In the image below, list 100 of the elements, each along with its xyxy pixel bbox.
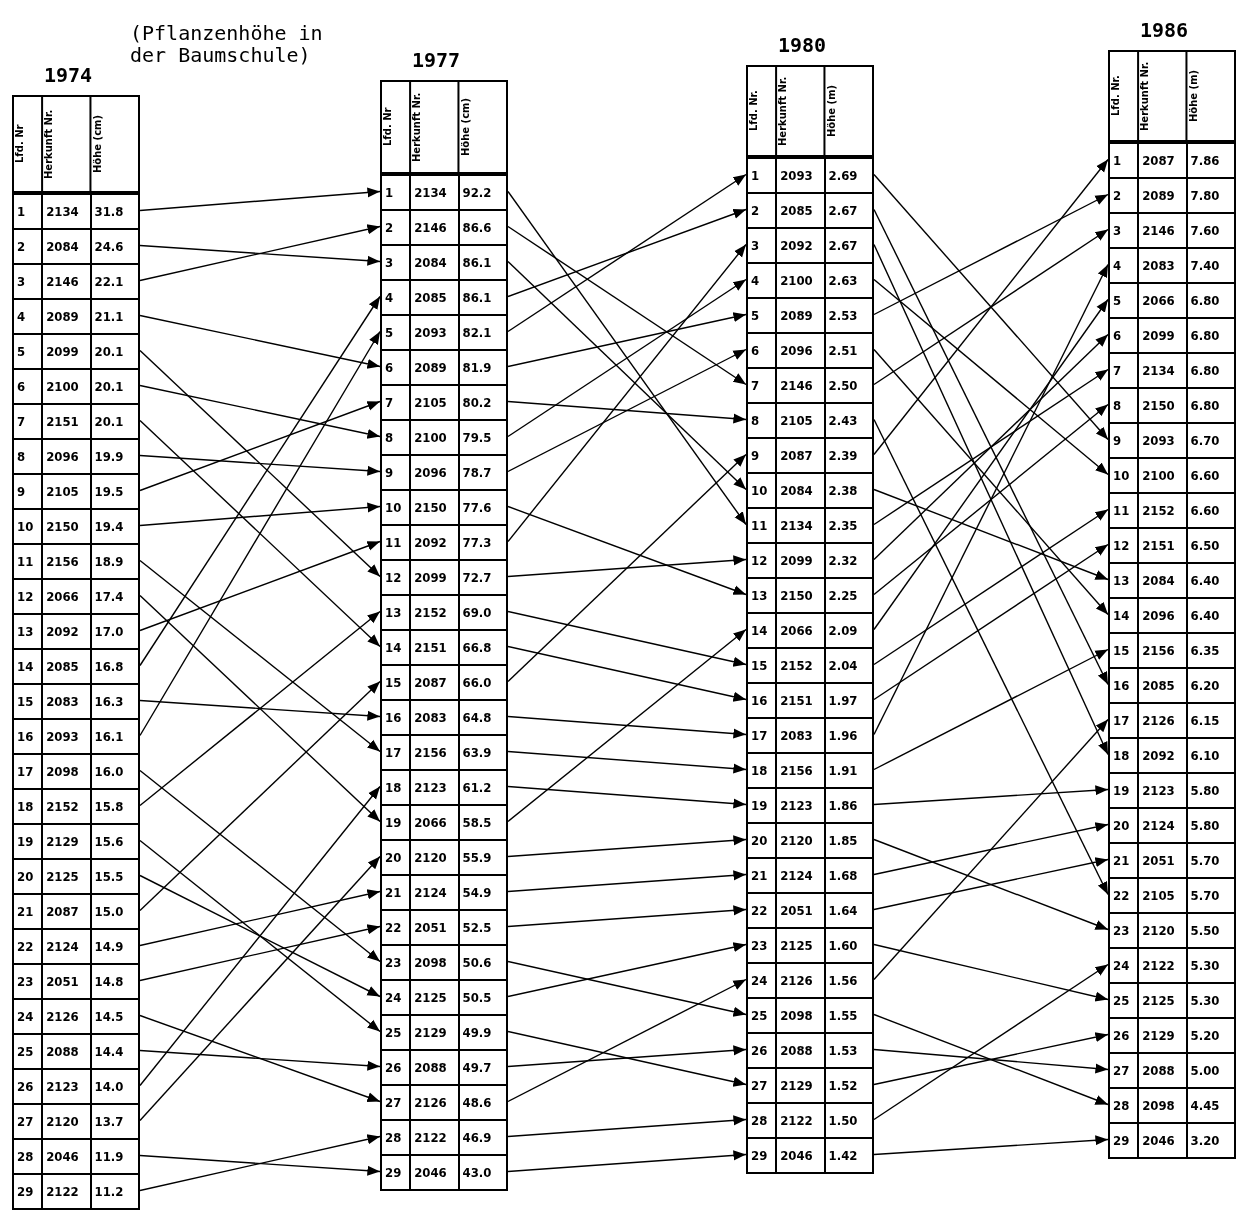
table-row — [382, 1084, 506, 1119]
arrow — [139, 924, 381, 982]
height-value: 1.68 — [827, 867, 859, 885]
table-row — [14, 718, 138, 753]
arrow — [507, 400, 747, 424]
arrow — [873, 857, 1109, 911]
table-row — [382, 1154, 506, 1189]
table-row — [14, 963, 138, 998]
height-value: 6.70 — [1189, 432, 1221, 450]
table-row — [382, 979, 506, 1014]
row-number: 20 — [14, 860, 44, 893]
row-number: 1 — [748, 159, 778, 192]
arrow — [873, 403, 1109, 596]
table-row — [748, 332, 872, 367]
height-value: 16.0 — [93, 763, 125, 781]
origin-number: 2123 — [1139, 774, 1188, 807]
year-heading: 1974 — [44, 63, 93, 87]
table-row — [14, 998, 138, 1033]
row-number: 20 — [1110, 809, 1140, 842]
table-row — [748, 1137, 872, 1172]
origin-number: 2156 — [411, 736, 460, 769]
table-row — [14, 403, 138, 438]
origin-number: 2088 — [411, 1051, 460, 1084]
row-number: 7 — [1110, 354, 1140, 387]
table-row — [1110, 527, 1234, 562]
row-number: 22 — [14, 930, 44, 963]
table-row — [382, 384, 506, 419]
table-row — [14, 1138, 138, 1173]
origin-number: 2125 — [411, 981, 460, 1014]
origin-number: 2046 — [1139, 1124, 1188, 1157]
origin-number: 2120 — [1139, 914, 1188, 947]
arrow — [507, 905, 747, 928]
height-value: 13.7 — [93, 1113, 125, 1131]
origin-number: 2123 — [777, 789, 826, 822]
column-header: Lfd. Nr — [382, 82, 412, 172]
row-number: 21 — [1110, 844, 1140, 877]
table-row — [748, 192, 872, 227]
table-row — [1110, 1052, 1234, 1087]
origin-number: 2083 — [43, 685, 92, 718]
height-value: 6.80 — [1189, 327, 1221, 345]
table-row — [1110, 247, 1234, 282]
height-value: 20.1 — [93, 413, 125, 431]
origin-number: 2124 — [411, 876, 460, 909]
row-number: 8 — [382, 421, 412, 454]
row-number: 5 — [1110, 284, 1140, 317]
year-heading: 1977 — [412, 48, 461, 72]
arrow — [873, 718, 1109, 981]
height-value: 1.53 — [827, 1042, 859, 1060]
arrow — [873, 543, 1109, 701]
table-row — [1110, 317, 1234, 352]
arrow — [139, 1154, 381, 1176]
table-row — [14, 298, 138, 333]
table-row — [382, 1119, 506, 1154]
height-value: 5.80 — [1189, 782, 1221, 800]
arrow — [139, 244, 381, 266]
origin-number: 2051 — [777, 894, 826, 927]
arrow — [873, 488, 1109, 581]
arrow — [139, 680, 381, 912]
row-number: 13 — [14, 615, 44, 648]
arrow — [507, 978, 747, 1103]
table-row — [1110, 492, 1234, 527]
height-value: 17.0 — [93, 623, 125, 641]
arrow — [139, 1134, 381, 1192]
height-value: 4.45 — [1189, 1097, 1221, 1115]
table-row — [14, 823, 138, 858]
arrow — [873, 963, 1109, 1121]
origin-number: 2150 — [777, 579, 826, 612]
arrow — [873, 368, 1109, 526]
row-number: 19 — [382, 806, 412, 839]
table-row — [14, 193, 138, 228]
column-header: Lfd. Nr. — [1110, 52, 1140, 140]
table-row — [382, 909, 506, 944]
row-number: 3 — [14, 265, 44, 298]
row-number: 25 — [1110, 984, 1140, 1017]
row-number: 12 — [1110, 529, 1140, 562]
origin-number: 2051 — [43, 965, 92, 998]
table-row — [748, 437, 872, 472]
arrow — [507, 785, 747, 809]
row-number: 24 — [14, 1000, 44, 1033]
height-value: 6.80 — [1189, 292, 1221, 310]
origin-number: 2087 — [777, 439, 826, 472]
table-row — [1110, 667, 1234, 702]
row-number: 29 — [382, 1156, 412, 1189]
origin-number: 2146 — [777, 369, 826, 402]
row-number: 18 — [14, 790, 44, 823]
origin-number: 2152 — [777, 649, 826, 682]
origin-number: 2105 — [1139, 879, 1188, 912]
origin-number: 2089 — [411, 351, 460, 384]
origin-number: 2051 — [1139, 844, 1188, 877]
height-value: 48.6 — [461, 1094, 493, 1112]
origin-number: 2093 — [43, 720, 92, 753]
table-row — [14, 928, 138, 963]
origin-number: 2093 — [411, 316, 460, 349]
origin-number: 2100 — [777, 264, 826, 297]
origin-number: 2122 — [1139, 949, 1188, 982]
table-row — [14, 648, 138, 683]
row-number: 27 — [1110, 1054, 1140, 1087]
origin-number: 2105 — [777, 404, 826, 437]
table-row — [748, 227, 872, 262]
row-number: 18 — [382, 771, 412, 804]
